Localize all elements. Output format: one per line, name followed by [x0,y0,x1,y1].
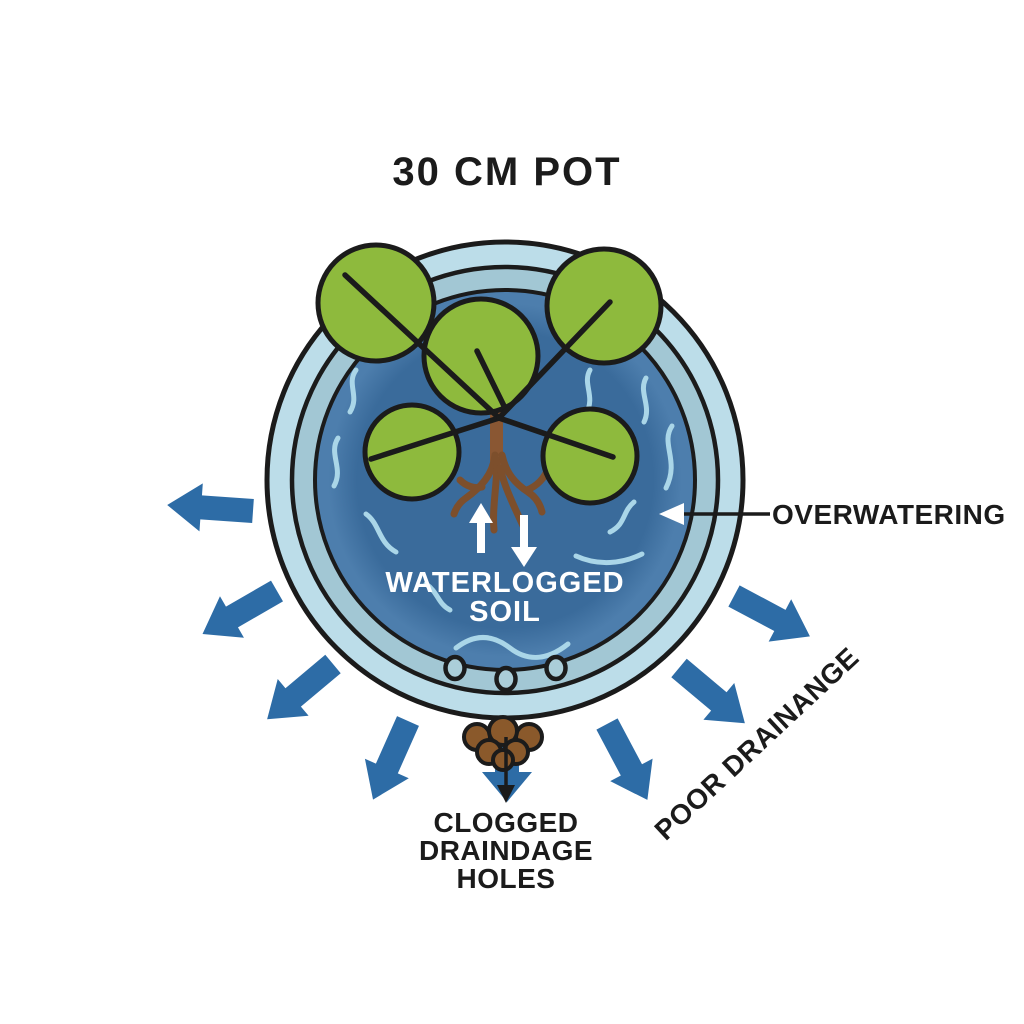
overwatering-arrowhead-icon [659,503,684,525]
water-ripple [640,375,650,425]
plant-stem [342,272,502,421]
overwatering-callout: OVERWATERING [659,499,1006,530]
water-down-arrow-icon [511,515,537,567]
water-ripple [347,367,359,415]
plant-stem [496,299,613,421]
drainage-hole [494,665,518,693]
waterlogged-soil-label-line1: WATERLOGGED [385,567,624,599]
clog-pointer [497,737,515,803]
plant-leaf [540,406,640,506]
water-ripple [607,499,637,535]
outflow-arrow-icon [722,574,822,658]
outflow-arrow-icon [165,481,255,535]
outflow-arrow-icon [190,570,289,655]
plant-stem [368,415,502,462]
plant-stems [342,272,616,462]
outflow-arrow-icon [251,645,349,738]
drainage-hole [443,654,467,682]
plant-root [490,456,501,534]
water-ripple [363,511,399,555]
drainage-hole [544,654,568,682]
diagram-title: 30 CM POT [392,150,621,194]
water-ripples [331,367,675,660]
water-ripple [331,435,341,489]
outflow-arrow-icon [585,712,669,812]
overwatering-label: OVERWATERING [772,499,1006,530]
clogged-holes-label-line3: HOLES [457,863,556,894]
waterlogged-soil-label-line2: SOIL [469,596,541,628]
water-ripple [663,423,675,491]
plant-root [456,476,486,492]
plant-stem [474,348,508,411]
plant-stem [496,415,616,460]
clog-cluster [462,715,544,772]
clog-arrowhead-icon [497,785,515,803]
water-ripple [423,581,453,613]
plant-leaf [362,402,462,502]
outflow-arrow-icon [663,649,761,742]
clog-particle [491,748,515,772]
clogged-holes-label: CLOGGED DRAINDAGE HOLES [419,807,593,894]
water-up-arrow-icon [469,503,493,553]
clogged-holes-label-line2: DRAINDAGE [419,835,593,866]
water-ripple [573,551,645,566]
outflow-arrow-icon [351,711,430,810]
clog-particle [487,715,519,747]
water-ripple [453,635,571,660]
clogged-holes-label-line1: CLOGGED [433,807,578,838]
drainage-holes [443,654,568,693]
pot-top-view: WATERLOGGED SOIL [264,239,746,721]
plant-root [450,451,499,518]
